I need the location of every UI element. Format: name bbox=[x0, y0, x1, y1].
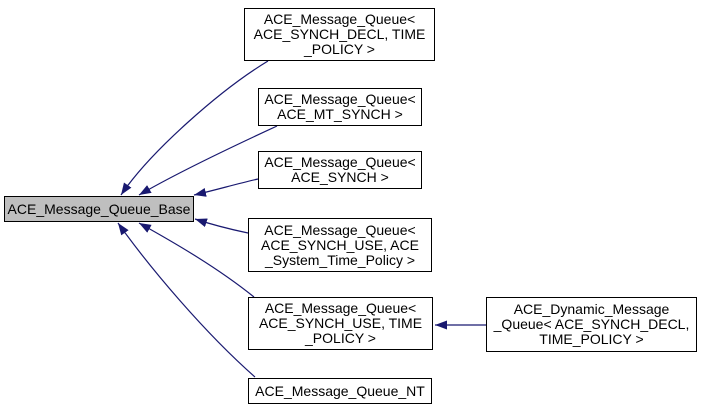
edge-mq-synch-decl-to-base bbox=[120, 60, 269, 196]
node-ace-message-queue-nt[interactable]: ACE_Message_Queue_NT bbox=[248, 378, 432, 404]
edge-mq-mt-synch-to-base bbox=[138, 125, 278, 196]
edge-mq-nt-to-base bbox=[117, 222, 256, 378]
node-ace-message-queue-synch-decl-time-policy[interactable]: ACE_Message_Queue< ACE_SYNCH_DECL, TIME … bbox=[244, 8, 435, 61]
node-ace-dynamic-message-queue[interactable]: ACE_Dynamic_Message _Queue< ACE_SYNCH_DE… bbox=[486, 297, 697, 352]
node-ace-message-queue-synch-use-time-policy[interactable]: ACE_Message_Queue< ACE_SYNCH_USE, TIME _… bbox=[248, 297, 433, 350]
edge-mq-synch-use-system-to-base bbox=[194, 218, 249, 234]
edge-mq-synch-to-base bbox=[193, 178, 259, 197]
edge-mq-synch-use-time-to-base bbox=[138, 222, 255, 298]
node-ace-message-queue-synch-use-system-time-policy[interactable]: ACE_Message_Queue< ACE_SYNCH_USE, ACE _S… bbox=[248, 218, 432, 272]
node-ace-message-queue-base: ACE_Message_Queue_Base bbox=[4, 196, 194, 222]
node-ace-message-queue-synch[interactable]: ACE_Message_Queue< ACE_SYNCH > bbox=[258, 151, 422, 189]
node-ace-message-queue-mt-synch[interactable]: ACE_Message_Queue< ACE_MT_SYNCH > bbox=[258, 88, 422, 126]
